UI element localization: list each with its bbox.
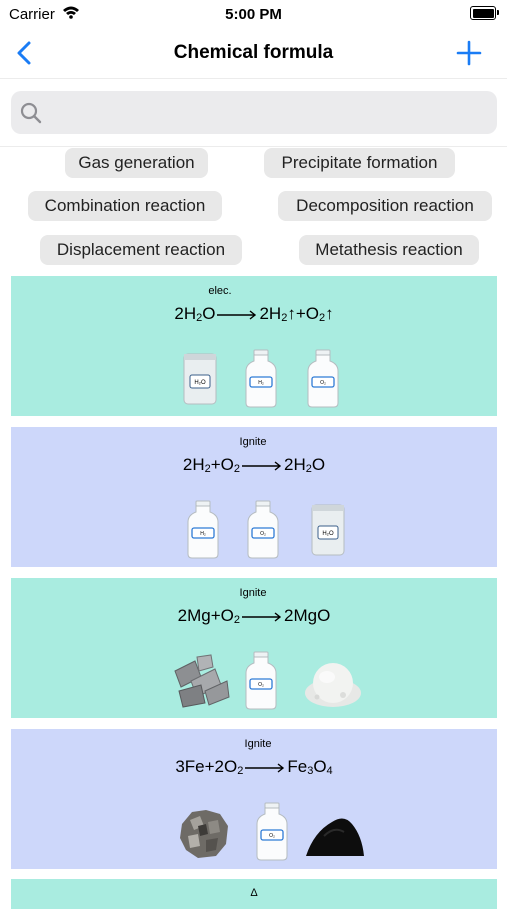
search-bar[interactable]: [11, 91, 497, 134]
oxygen-bottle-icon: O₂: [247, 500, 279, 559]
reaction-condition: Ignite: [244, 738, 272, 750]
status-bar: Carrier 5:00 PM: [0, 0, 507, 28]
search-icon: [20, 102, 42, 124]
oxygen-bottle-icon: O₂: [307, 349, 339, 408]
tag-precipitate-formation[interactable]: Precipitate formation: [264, 148, 455, 178]
add-icon[interactable]: [455, 39, 483, 67]
reaction-images: O₂: [171, 651, 361, 711]
reaction-arrow-icon: [217, 309, 257, 320]
search-input[interactable]: [55, 99, 489, 127]
page-title: Chemical formula: [173, 42, 334, 63]
svg-text:H₂: H₂: [258, 380, 264, 386]
battery-icon: [470, 6, 499, 20]
back-chevron-icon[interactable]: [12, 38, 40, 68]
reaction-condition: Ignite: [239, 436, 267, 448]
reaction-images: H₂ O₂ H₂O: [185, 500, 355, 560]
tag-displacement-reaction[interactable]: Displacement reaction: [40, 235, 242, 265]
magnesium-strips-icon: [174, 654, 230, 708]
iron-oxide-powder-icon: [306, 818, 364, 856]
reaction-condition: Δ: [250, 887, 258, 899]
navigation-bar: Chemical formula: [0, 28, 507, 79]
svg-text:H₂O: H₂O: [194, 380, 206, 386]
tag-combination-reaction[interactable]: Combination reaction: [28, 191, 222, 221]
svg-text:O₂: O₂: [260, 531, 266, 537]
carrier-label: Carrier: [9, 6, 55, 23]
divider: [0, 146, 507, 147]
magnesium-oxide-powder-icon: [305, 663, 361, 707]
water-beaker-icon: H₂O: [311, 504, 345, 556]
tag-decomposition-reaction[interactable]: Decomposition reaction: [278, 191, 492, 221]
reaction-condition: Ignite: [239, 587, 267, 599]
water-beaker-icon: H₂O: [183, 353, 217, 405]
oxygen-bottle-icon: O₂: [245, 651, 277, 710]
hydrogen-bottle-icon: H₂: [187, 500, 219, 559]
reaction-arrow-icon: [242, 611, 282, 622]
svg-text:O₂: O₂: [320, 380, 326, 386]
reaction-card-partial[interactable]: Δ: [11, 879, 497, 909]
reaction-arrow-icon: [245, 762, 285, 773]
svg-text:H₂O: H₂O: [322, 531, 334, 537]
svg-text:O₂: O₂: [269, 833, 275, 839]
tag-gas-generation[interactable]: Gas generation: [65, 148, 208, 178]
svg-text:O₂: O₂: [258, 682, 264, 688]
clock: 5:00 PM: [225, 6, 282, 23]
iron-ore-icon: [180, 810, 228, 858]
wifi-icon: [63, 6, 79, 19]
svg-text:H₂: H₂: [200, 531, 206, 537]
reaction-condition: elec.: [208, 285, 232, 297]
reaction-arrow-icon: [242, 460, 282, 471]
reaction-images: O₂: [176, 802, 366, 862]
tag-metathesis-reaction[interactable]: Metathesis reaction: [299, 235, 479, 265]
reaction-images: H₂O H₂ O₂: [181, 349, 351, 409]
hydrogen-bottle-icon: H₂: [245, 349, 277, 408]
oxygen-bottle-icon: O₂: [256, 802, 288, 861]
